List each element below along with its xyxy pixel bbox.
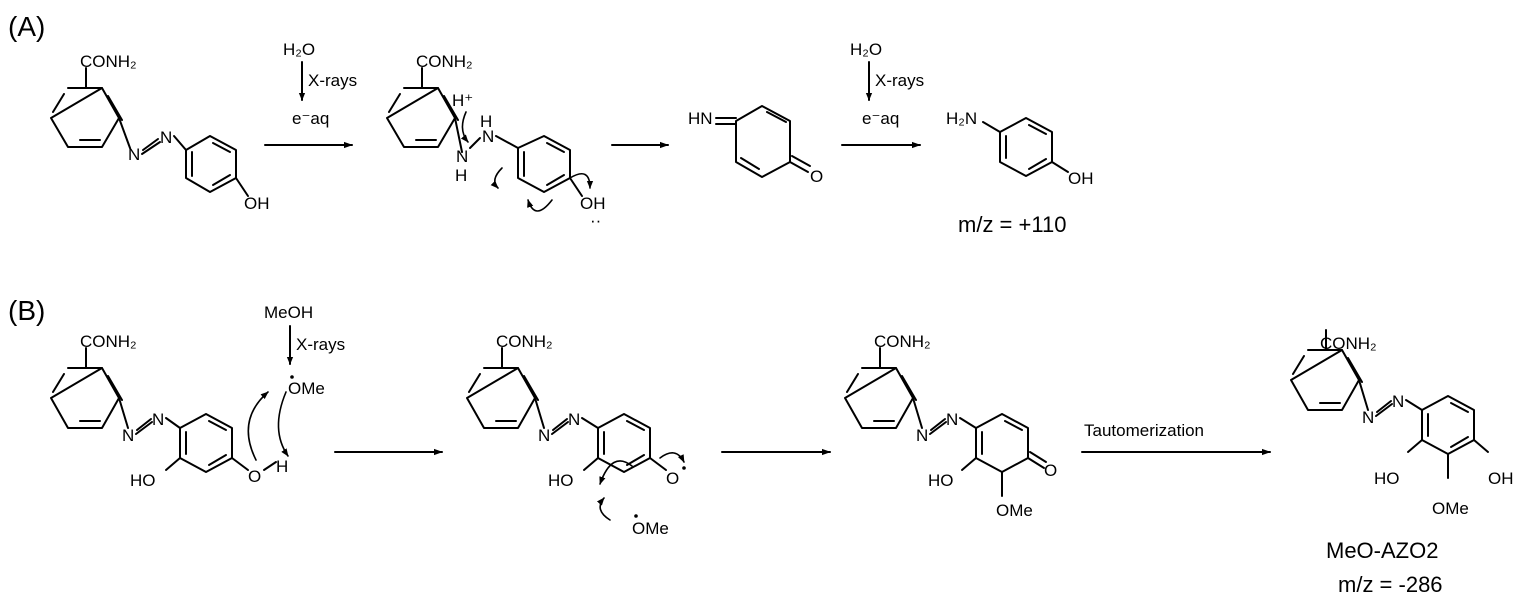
- oh-label: OH: [1488, 469, 1514, 488]
- xrays-label-a3: X-rays: [875, 71, 924, 90]
- ho-label: HO: [1374, 469, 1400, 488]
- h2o-label-a1: H₂O: [283, 40, 315, 59]
- azo-n1: N: [538, 426, 550, 445]
- h2o-label-a3: H₂O: [850, 40, 882, 59]
- panel-a: (A) CONH₂ N N OH H₂O X-rays e⁻aq: [8, 11, 1094, 237]
- nh-n1: N: [456, 147, 468, 166]
- oh-label: OH: [580, 194, 606, 213]
- azo-n1: N: [128, 145, 140, 164]
- arrow-a1: H₂O X-rays e⁻aq: [264, 40, 357, 149]
- conh2-label: CONH₂: [874, 332, 931, 351]
- ome-label: OMe: [996, 501, 1033, 520]
- xrays-label-b1: X-rays: [296, 335, 345, 354]
- mz-b-label: m/z = -286: [1338, 572, 1443, 597]
- arrow-b1: MeOH X-rays OMe: [264, 303, 443, 456]
- mz-a-label: m/z = +110: [958, 212, 1066, 237]
- molecule-b1-azo-compound: CONH₂ N N HO O H: [50, 332, 289, 490]
- conh2-label: CONH₂: [80, 52, 137, 71]
- azo-n1: N: [1362, 408, 1374, 427]
- conh2-label: CONH₂: [496, 332, 553, 351]
- radical-dot: [290, 375, 294, 379]
- hn-label: HN: [688, 109, 713, 128]
- molecule-a3-quinone-imine: HN O: [688, 105, 823, 186]
- arrow-a3: H₂O X-rays e⁻aq: [841, 40, 924, 149]
- o-label: O: [248, 467, 261, 486]
- meoh-label: MeOH: [264, 303, 313, 322]
- molecule-b4-meo-azo2: CONH₂ N N HO OH OMe MeO-AZO2 m/z = -286: [1290, 329, 1514, 597]
- nh-h1: H: [455, 166, 467, 185]
- oh-label: OH: [244, 194, 270, 213]
- eaq-label-a1: e⁻aq: [292, 109, 329, 128]
- h2n-label: H₂N: [946, 109, 977, 128]
- radical-dot: [682, 466, 686, 470]
- panel-a-label: (A): [8, 11, 45, 42]
- arrow-b3: Tautomerization: [1081, 421, 1271, 456]
- radical-dot: [634, 514, 638, 518]
- azo-n2: N: [160, 128, 172, 147]
- ho-label: HO: [130, 471, 156, 490]
- panel-b: (B) CONH₂ N N HO O H MeOH: [8, 295, 1514, 597]
- azo-n1: N: [916, 426, 928, 445]
- product-name-label: MeO-AZO2: [1326, 538, 1438, 563]
- o-label: O: [810, 167, 823, 186]
- o-radical-label: O: [666, 469, 679, 488]
- lone-pair: ··: [590, 211, 601, 230]
- tautomerization-label: Tautomerization: [1084, 421, 1204, 440]
- azo-n2: N: [152, 410, 164, 429]
- panel-b-label: (B): [8, 295, 45, 326]
- molecule-a2-hydrazo-intermediate: CONH₂ H⁺ N H H N OH ··: [386, 52, 606, 230]
- molecule-a1-azo-compound: CONH₂ N N OH: [50, 52, 270, 213]
- molecule-b2-phenoxyl-intermediate: CONH₂ N N HO O OMe: [466, 332, 686, 538]
- azo-n2: N: [946, 410, 958, 429]
- azo-n1: N: [122, 426, 134, 445]
- hplus-label: H⁺: [452, 91, 473, 110]
- h-label: H: [276, 457, 288, 476]
- eaq-label-a3: e⁻aq: [862, 109, 899, 128]
- molecule-b3-methoxy-dienone: CONH₂ N N O HO OMe: [844, 332, 1057, 520]
- azo-n2: N: [1392, 392, 1404, 411]
- azo-n2: N: [568, 410, 580, 429]
- conh2-label: CONH₂: [80, 332, 137, 351]
- ho-label: HO: [928, 471, 954, 490]
- nh-h2: H: [480, 112, 492, 131]
- oh-label: OH: [1068, 169, 1094, 188]
- ome-radical-label: OMe: [632, 519, 669, 538]
- ome-radical-label: OMe: [288, 379, 325, 398]
- ho-label: HO: [548, 471, 574, 490]
- conh2-label: CONH₂: [416, 52, 473, 71]
- nh-n2: N: [482, 127, 494, 146]
- molecule-a4-aminophenol: H₂N OH m/z = +110: [946, 109, 1094, 237]
- o-label: O: [1044, 461, 1057, 480]
- ome-label: OMe: [1432, 499, 1469, 518]
- xrays-label-a1: X-rays: [308, 71, 357, 90]
- conh2-label: CONH₂: [1320, 334, 1377, 353]
